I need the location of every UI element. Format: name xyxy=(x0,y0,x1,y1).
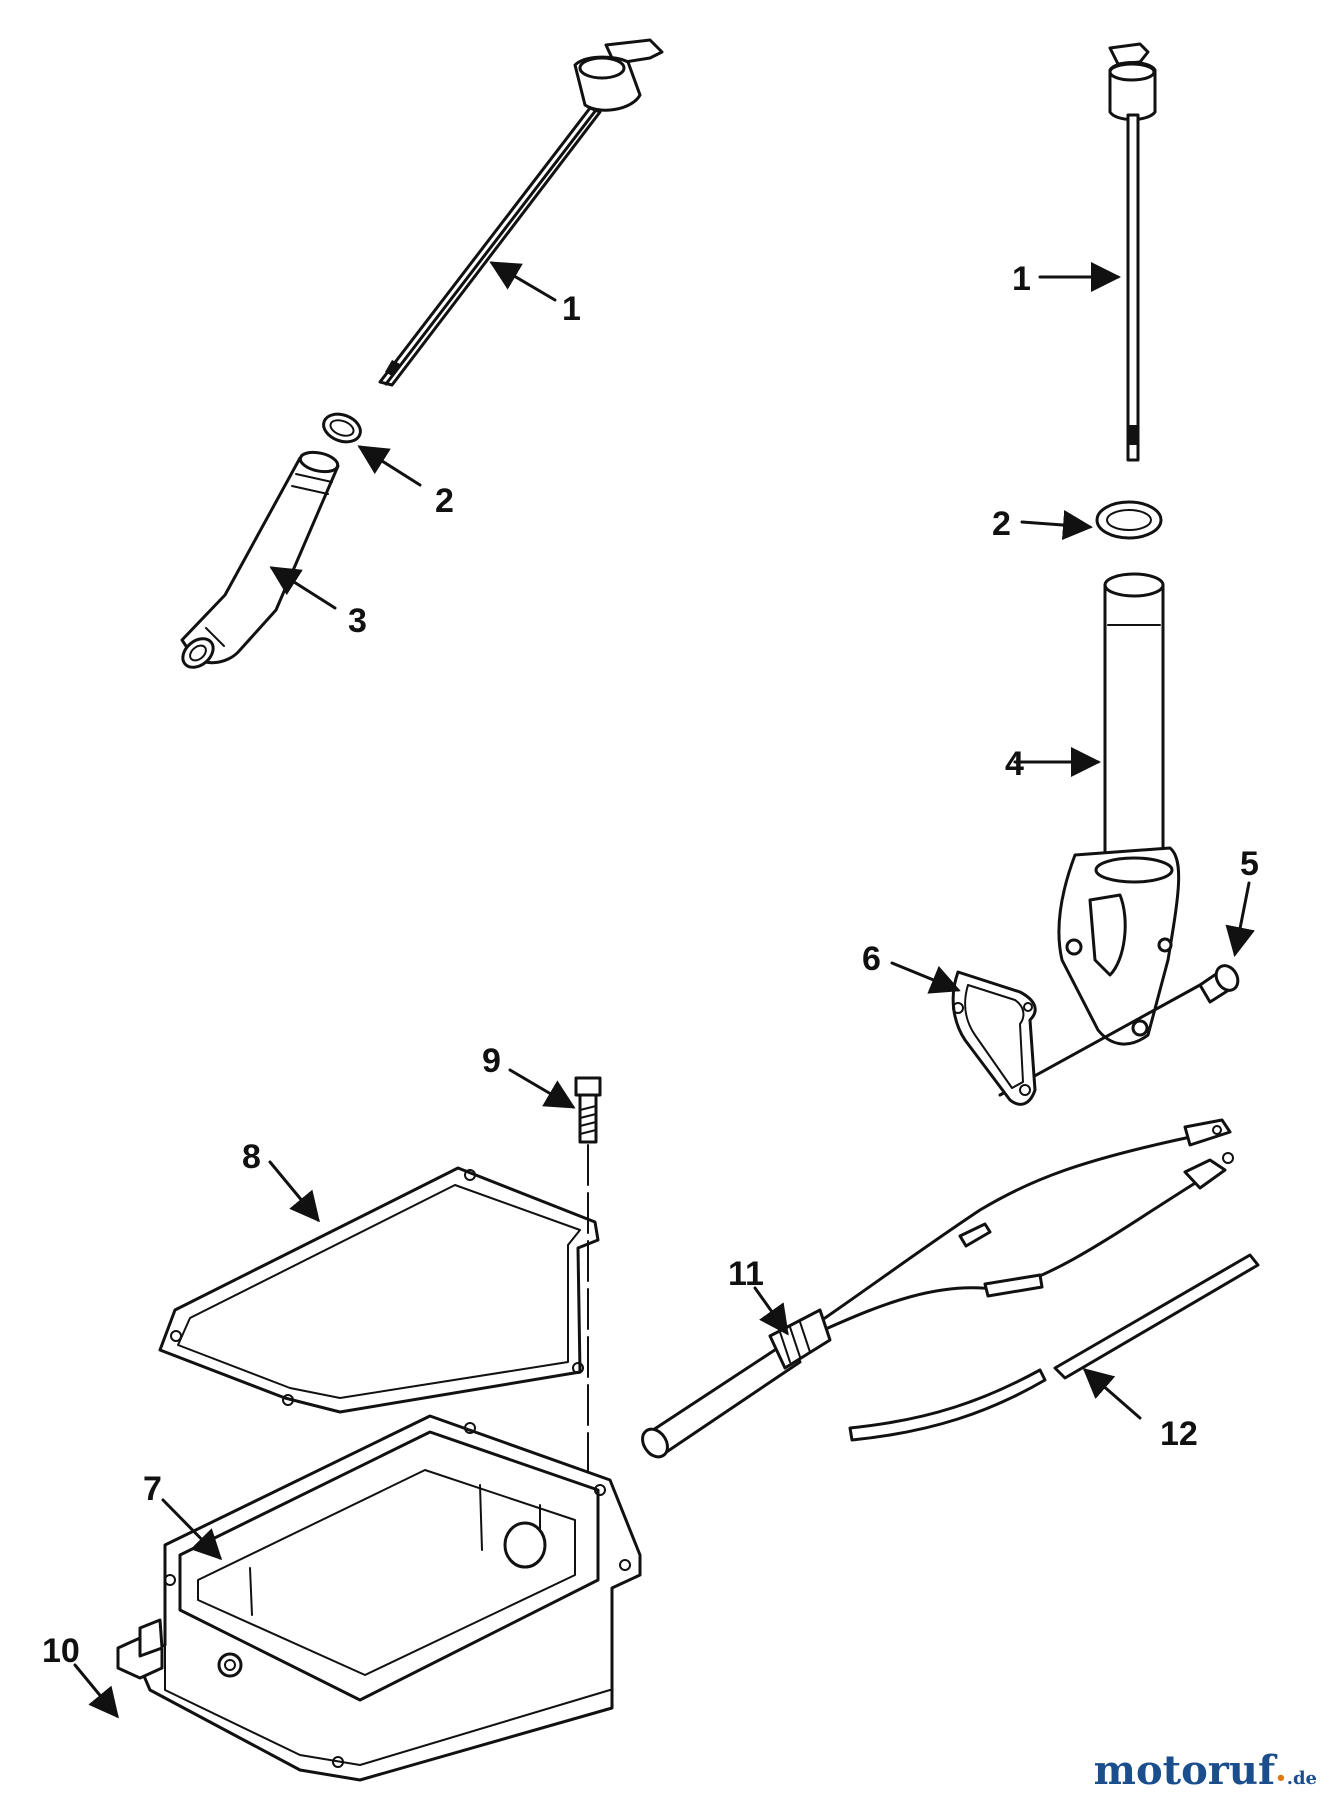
sensor-harness-11 xyxy=(641,1118,1234,1459)
watermark-suffix: .de xyxy=(1286,1768,1317,1789)
gasket-6 xyxy=(951,970,1037,1106)
sleeves-12 xyxy=(848,1253,1260,1442)
motoruf-watermark: motoruf•.de xyxy=(1094,1747,1317,1794)
o-ring-right xyxy=(1095,500,1163,540)
callout-7: 7 xyxy=(143,1470,162,1508)
dipstick-left xyxy=(378,38,664,387)
callout-6: 6 xyxy=(862,940,881,978)
callout-1-left: 1 xyxy=(562,290,581,328)
o-ring-left xyxy=(322,412,362,444)
callout-9: 9 xyxy=(482,1042,501,1080)
watermark-main: motoruf xyxy=(1093,1747,1276,1794)
callout-1-right: 1 xyxy=(1012,260,1031,298)
fill-tube-right xyxy=(1057,572,1181,1046)
callout-2-right: 2 xyxy=(992,505,1011,543)
callout-3: 3 xyxy=(348,602,367,640)
watermark-dot: • xyxy=(1275,1768,1287,1789)
callout-10: 10 xyxy=(42,1632,80,1670)
pan-gasket-8 xyxy=(158,1166,600,1414)
callout-8: 8 xyxy=(242,1138,261,1176)
callout-5: 5 xyxy=(1240,845,1259,883)
fill-tube-left xyxy=(180,450,340,669)
oil-pan-7 xyxy=(133,1414,642,1782)
callout-12: 12 xyxy=(1160,1415,1198,1453)
callout-2-left: 2 xyxy=(435,482,454,520)
drain-plug-10 xyxy=(116,1618,164,1680)
dipstick-right xyxy=(1108,42,1157,462)
callout-leaders xyxy=(73,261,1255,1719)
callout-4: 4 xyxy=(1005,745,1024,783)
callout-11: 11 xyxy=(728,1255,764,1293)
callout-numbers: 1 2 3 1 2 4 5 6 7 8 9 10 11 12 xyxy=(42,260,1259,1670)
